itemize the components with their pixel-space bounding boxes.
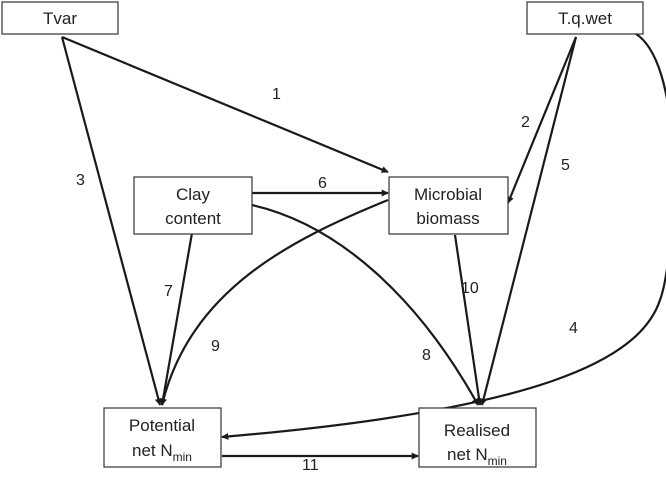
node-realised-label-prefix: net N [447, 445, 488, 464]
edge-9-microbial-to-potential [160, 198, 389, 406]
node-realised-label-sub: min [488, 454, 507, 468]
edge-9-label: 9 [211, 338, 220, 355]
edge-3-tvar-to-potential [60, 36, 162, 406]
edge-2-label: 2 [521, 114, 530, 131]
node-potential-label-line1: Potential [129, 416, 195, 435]
edge-1-tvar-to-microbial [61, 35, 389, 174]
node-potential-label-sub: min [173, 450, 192, 464]
node-tvar-label: Tvar [43, 9, 77, 28]
edge-7-clay-to-potential [159, 232, 194, 406]
edge-10-label: 10 [461, 280, 479, 297]
node-clay-label-line2: content [165, 209, 221, 228]
edge-6-label: 6 [318, 175, 327, 192]
edge-5-label: 5 [561, 157, 570, 174]
node-clay-label-line1: Clay [176, 185, 211, 204]
edge-11-label: 11 [302, 457, 319, 474]
node-realised-label-line1: Realised [444, 421, 510, 440]
node-microbial-biomass: Microbial biomass [388, 176, 509, 235]
edge-7-label: 7 [164, 283, 173, 300]
edge-1-label: 1 [272, 86, 281, 103]
node-microbial-label-line1: Microbial [414, 185, 482, 204]
node-realised-net-nmin: Realised net Nmin [418, 407, 537, 468]
node-tqwet-label: T.q.wet [558, 9, 612, 28]
node-tqwet: T.q.wet [526, 1, 644, 35]
node-realised-label-line2: net Nmin [447, 445, 507, 468]
node-microbial-label-line2: biomass [416, 209, 479, 228]
edge-8-label: 8 [422, 347, 431, 364]
node-tvar: Tvar [1, 1, 119, 35]
node-potential-label-line2: net Nmin [132, 441, 192, 464]
edge-2-tqwet-to-microbial [506, 36, 578, 204]
edge-3-label: 3 [76, 172, 85, 189]
node-potential-net-nmin: Potential net Nmin [103, 407, 222, 468]
edge-8-clay-to-realised [251, 203, 479, 406]
edge-10-microbial-to-realised [453, 234, 483, 406]
edge-5-tqwet-to-realised [480, 36, 578, 406]
edge-4-label: 4 [569, 320, 578, 337]
node-clay-content: Clay content [133, 176, 253, 235]
node-potential-label-prefix: net N [132, 441, 173, 460]
